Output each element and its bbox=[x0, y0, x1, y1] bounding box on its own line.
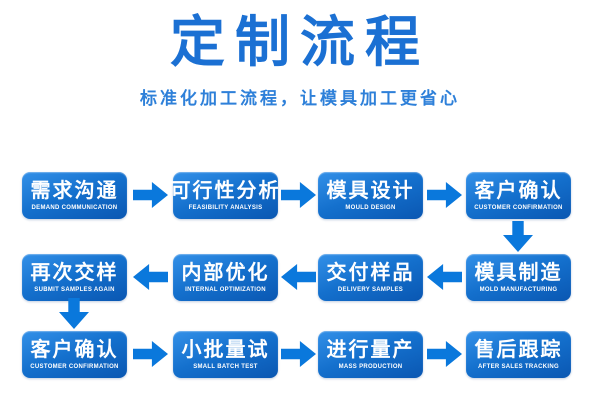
flow-step: 客户确认 CUSTOMER CONFIRMATION bbox=[22, 331, 127, 378]
page-subtitle: 标准化加工流程，让模具加工更省心 bbox=[140, 88, 460, 108]
step-name-zh: 可行性分析 bbox=[170, 180, 281, 202]
step-name-zh: 模具制造 bbox=[474, 262, 563, 284]
flow-step: 需求沟通 DEMAND COMMUNICATION bbox=[22, 172, 127, 219]
flow-step: 再次交样 SUBMIT SAMPLES AGAIN bbox=[22, 254, 127, 301]
flow-step: 客户确认 CUSTOMER CONFIRMATION bbox=[466, 172, 571, 219]
page-title: 定制流程 bbox=[169, 11, 430, 73]
arrow-left-icon bbox=[133, 264, 168, 290]
header: 定制流程 标准化加工流程，让模具加工更省心 bbox=[0, 11, 600, 109]
step-name-zh: 模具设计 bbox=[326, 180, 415, 202]
step-name-zh: 客户确认 bbox=[474, 180, 563, 202]
flow-step: 进行量产 MASS PRODUCTION bbox=[318, 331, 423, 378]
step-name-en: MOULD DESIGN bbox=[345, 205, 396, 211]
flow-step: 模具设计 MOULD DESIGN bbox=[318, 172, 423, 219]
arrow-right-icon bbox=[133, 341, 168, 367]
arrow-right-icon bbox=[281, 341, 316, 367]
step-name-en: FEASIBILITY ANALYSIS bbox=[188, 205, 263, 211]
step-name-en: DEMAND COMMUNICATION bbox=[31, 205, 118, 211]
flow-step: 内部优化 INTERNAL OPTIMIZATION bbox=[173, 254, 278, 301]
step-name-en: CUSTOMER CONFIRMATION bbox=[30, 364, 119, 370]
step-name-en: MOLD MANUFACTURING bbox=[479, 287, 558, 293]
step-name-en: SUBMIT SAMPLES AGAIN bbox=[34, 287, 115, 293]
arrow-right-icon bbox=[133, 182, 168, 208]
step-name-zh: 内部优化 bbox=[181, 262, 270, 284]
step-name-zh: 进行量产 bbox=[326, 339, 415, 361]
step-name-zh: 小批量试 bbox=[181, 339, 270, 361]
flow-step: 模具制造 MOLD MANUFACTURING bbox=[466, 254, 571, 301]
arrow-right-icon bbox=[281, 182, 316, 208]
step-name-en: INTERNAL OPTIMIZATION bbox=[185, 287, 266, 293]
step-name-en: AFTER SALES TRACKING bbox=[478, 364, 559, 370]
step-name-zh: 交付样品 bbox=[326, 262, 415, 284]
arrow-down-icon bbox=[503, 221, 533, 252]
arrow-right-icon bbox=[427, 182, 462, 208]
step-name-en: CUSTOMER CONFIRMATION bbox=[474, 205, 563, 211]
arrow-left-icon bbox=[427, 264, 462, 290]
step-name-zh: 客户确认 bbox=[30, 339, 119, 361]
arrow-right-icon bbox=[427, 341, 462, 367]
flow-step: 小批量试 SMALL BATCH TEST bbox=[173, 331, 278, 378]
step-name-en: SMALL BATCH TEST bbox=[193, 364, 258, 370]
step-name-en: DELIVERY SAMPLES bbox=[337, 287, 404, 293]
step-name-zh: 售后跟踪 bbox=[474, 339, 563, 361]
flow-step: 可行性分析 FEASIBILITY ANALYSIS bbox=[170, 172, 281, 219]
flow-step: 售后跟踪 AFTER SALES TRACKING bbox=[466, 331, 571, 378]
arrow-left-icon bbox=[281, 264, 316, 290]
step-name-en: MASS PRODUCTION bbox=[338, 364, 403, 370]
step-name-zh: 再次交样 bbox=[30, 262, 119, 284]
flow-step: 交付样品 DELIVERY SAMPLES bbox=[318, 254, 423, 301]
arrow-down-icon bbox=[59, 298, 89, 329]
step-name-zh: 需求沟通 bbox=[30, 180, 119, 202]
